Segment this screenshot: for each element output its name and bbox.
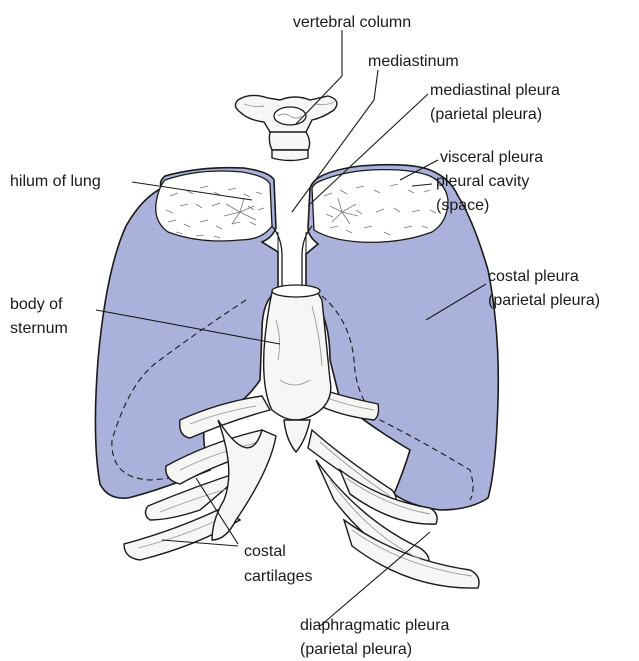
label-cartilages: cartilages [244,568,312,585]
label-costal-pleura: costal pleura [488,268,579,285]
label-pleural-cavity-space: (space) [436,197,489,214]
label-diaphragmatic-pleura-parietal: (parietal pleura) [300,641,412,658]
mediastinal-pleura-lines [272,226,312,292]
label-diaphragmatic-pleura: diaphragmatic pleura [300,617,450,634]
label-mediastinal-pleura: mediastinal pleura [430,82,560,99]
label-costal: costal [244,543,286,560]
sternum [264,285,331,452]
label-visceral-pleura: visceral pleura [440,149,543,166]
label-hilum-of-lung: hilum of lung [10,173,101,190]
label-mediastinal-pleura-parietal: (parietal pleura) [430,106,542,123]
label-costal-pleura-parietal: (parietal pleura) [488,292,600,309]
label-vertebral-column: vertebral column [293,14,411,31]
label-body-of-sternum: body of [10,296,63,313]
leader-mediastinum [374,70,378,100]
label-pleural-cavity: pleural cavity [436,173,529,190]
label-sternum: sternum [10,320,68,337]
vertebra [235,95,336,160]
label-mediastinum: mediastinum [368,53,459,70]
